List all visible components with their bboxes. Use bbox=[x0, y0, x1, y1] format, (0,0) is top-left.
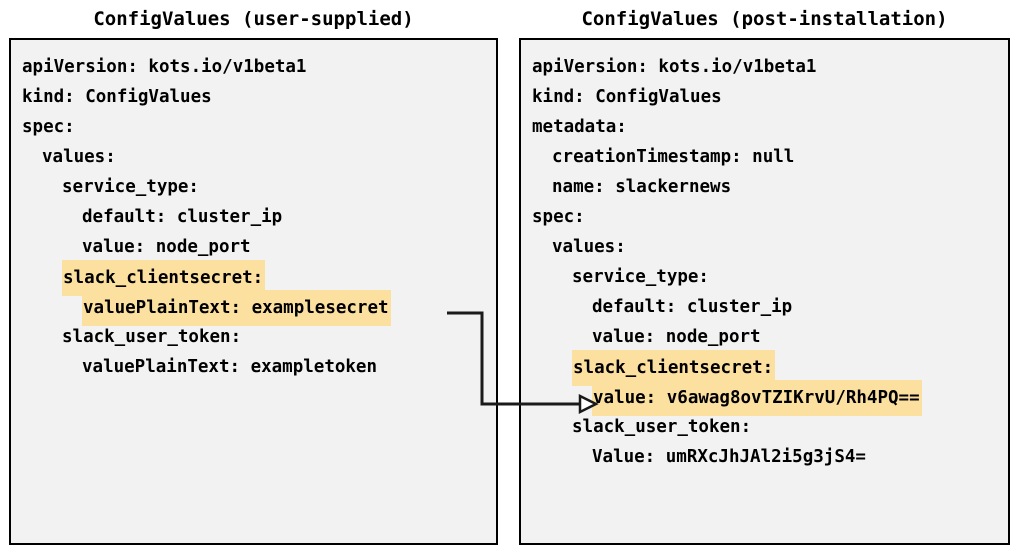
code-line: creationTimestamp: null bbox=[521, 140, 1008, 170]
code-line-text: slack_user_token: bbox=[572, 417, 752, 437]
code-line: apiVersion: kots.io/v1beta1 bbox=[11, 50, 496, 80]
code-line: slack_clientsecret: bbox=[521, 350, 1008, 386]
code-line: slack_user_token: bbox=[11, 320, 496, 350]
panel-title-user-supplied: ConfigValues (user-supplied) bbox=[93, 8, 414, 30]
code-line: kind: ConfigValues bbox=[11, 80, 496, 110]
code-line: spec: bbox=[521, 200, 1008, 230]
panel-title-post-installation: ConfigValues (post-installation) bbox=[581, 8, 948, 30]
code-line-text: kind: ConfigValues bbox=[22, 87, 212, 107]
code-line-text: service_type: bbox=[62, 177, 199, 197]
panel-post-installation: apiVersion: kots.io/v1beta1 kind: ConfigV… bbox=[519, 38, 1010, 545]
code-line-text: spec: bbox=[22, 117, 75, 137]
code-line-text-highlighted: valuePlainText: examplesecret bbox=[82, 290, 391, 326]
code-line-text-highlighted: value: v6awag8ovTZIKrvU/Rh4PQ== bbox=[592, 380, 922, 416]
code-line: values: bbox=[521, 230, 1008, 260]
code-line: name: slackernews bbox=[521, 170, 1008, 200]
code-line-text: value: node_port bbox=[82, 237, 251, 257]
code-line-text: spec: bbox=[532, 207, 585, 227]
code-line: value: node_port bbox=[521, 320, 1008, 350]
code-line: apiVersion: kots.io/v1beta1 bbox=[521, 50, 1008, 80]
code-block-post-installation: apiVersion: kots.io/v1beta1 kind: ConfigV… bbox=[521, 40, 1008, 470]
code-line: spec: bbox=[11, 110, 496, 140]
code-line-text: values: bbox=[552, 237, 626, 257]
code-line: Value: umRXcJhJAl2i5g3jS4= bbox=[521, 440, 1008, 470]
code-line-text: value: node_port bbox=[592, 327, 761, 347]
panel-user-supplied: apiVersion: kots.io/v1beta1 kind: ConfigV… bbox=[9, 38, 498, 545]
code-line-text: Value: umRXcJhJAl2i5g3jS4= bbox=[592, 447, 866, 467]
code-line-text: valuePlainText: exampletoken bbox=[82, 357, 378, 377]
code-line-text: name: slackernews bbox=[552, 177, 732, 197]
code-line-text: values: bbox=[42, 147, 116, 167]
code-line: value: v6awag8ovTZIKrvU/Rh4PQ== bbox=[521, 380, 1008, 416]
code-line: service_type: bbox=[11, 170, 496, 200]
code-line: value: node_port bbox=[11, 230, 496, 260]
code-line: metadata: bbox=[521, 110, 1008, 140]
code-line: service_type: bbox=[521, 260, 1008, 290]
code-line-text: creationTimestamp: null bbox=[552, 147, 795, 167]
code-line-text: service_type: bbox=[572, 267, 709, 287]
code-line: valuePlainText: examplesecret bbox=[11, 290, 496, 326]
code-block-user-supplied: apiVersion: kots.io/v1beta1 kind: ConfigV… bbox=[11, 40, 496, 380]
code-line-text: default: cluster_ip bbox=[82, 207, 283, 227]
code-line: kind: ConfigValues bbox=[521, 80, 1008, 110]
code-line-text: apiVersion: kots.io/v1beta1 bbox=[22, 57, 307, 77]
code-line-text: slack_user_token: bbox=[62, 327, 242, 347]
code-line: default: cluster_ip bbox=[11, 200, 496, 230]
code-line: valuePlainText: exampletoken bbox=[11, 350, 496, 380]
code-line: slack_user_token: bbox=[521, 410, 1008, 440]
code-line: slack_clientsecret: bbox=[11, 260, 496, 296]
code-line-text: default: cluster_ip bbox=[592, 297, 793, 317]
code-line: default: cluster_ip bbox=[521, 290, 1008, 320]
code-line-text: apiVersion: kots.io/v1beta1 bbox=[532, 57, 817, 77]
code-line: values: bbox=[11, 140, 496, 170]
code-line-text: metadata: bbox=[532, 117, 627, 137]
code-line-text: kind: ConfigValues bbox=[532, 87, 722, 107]
